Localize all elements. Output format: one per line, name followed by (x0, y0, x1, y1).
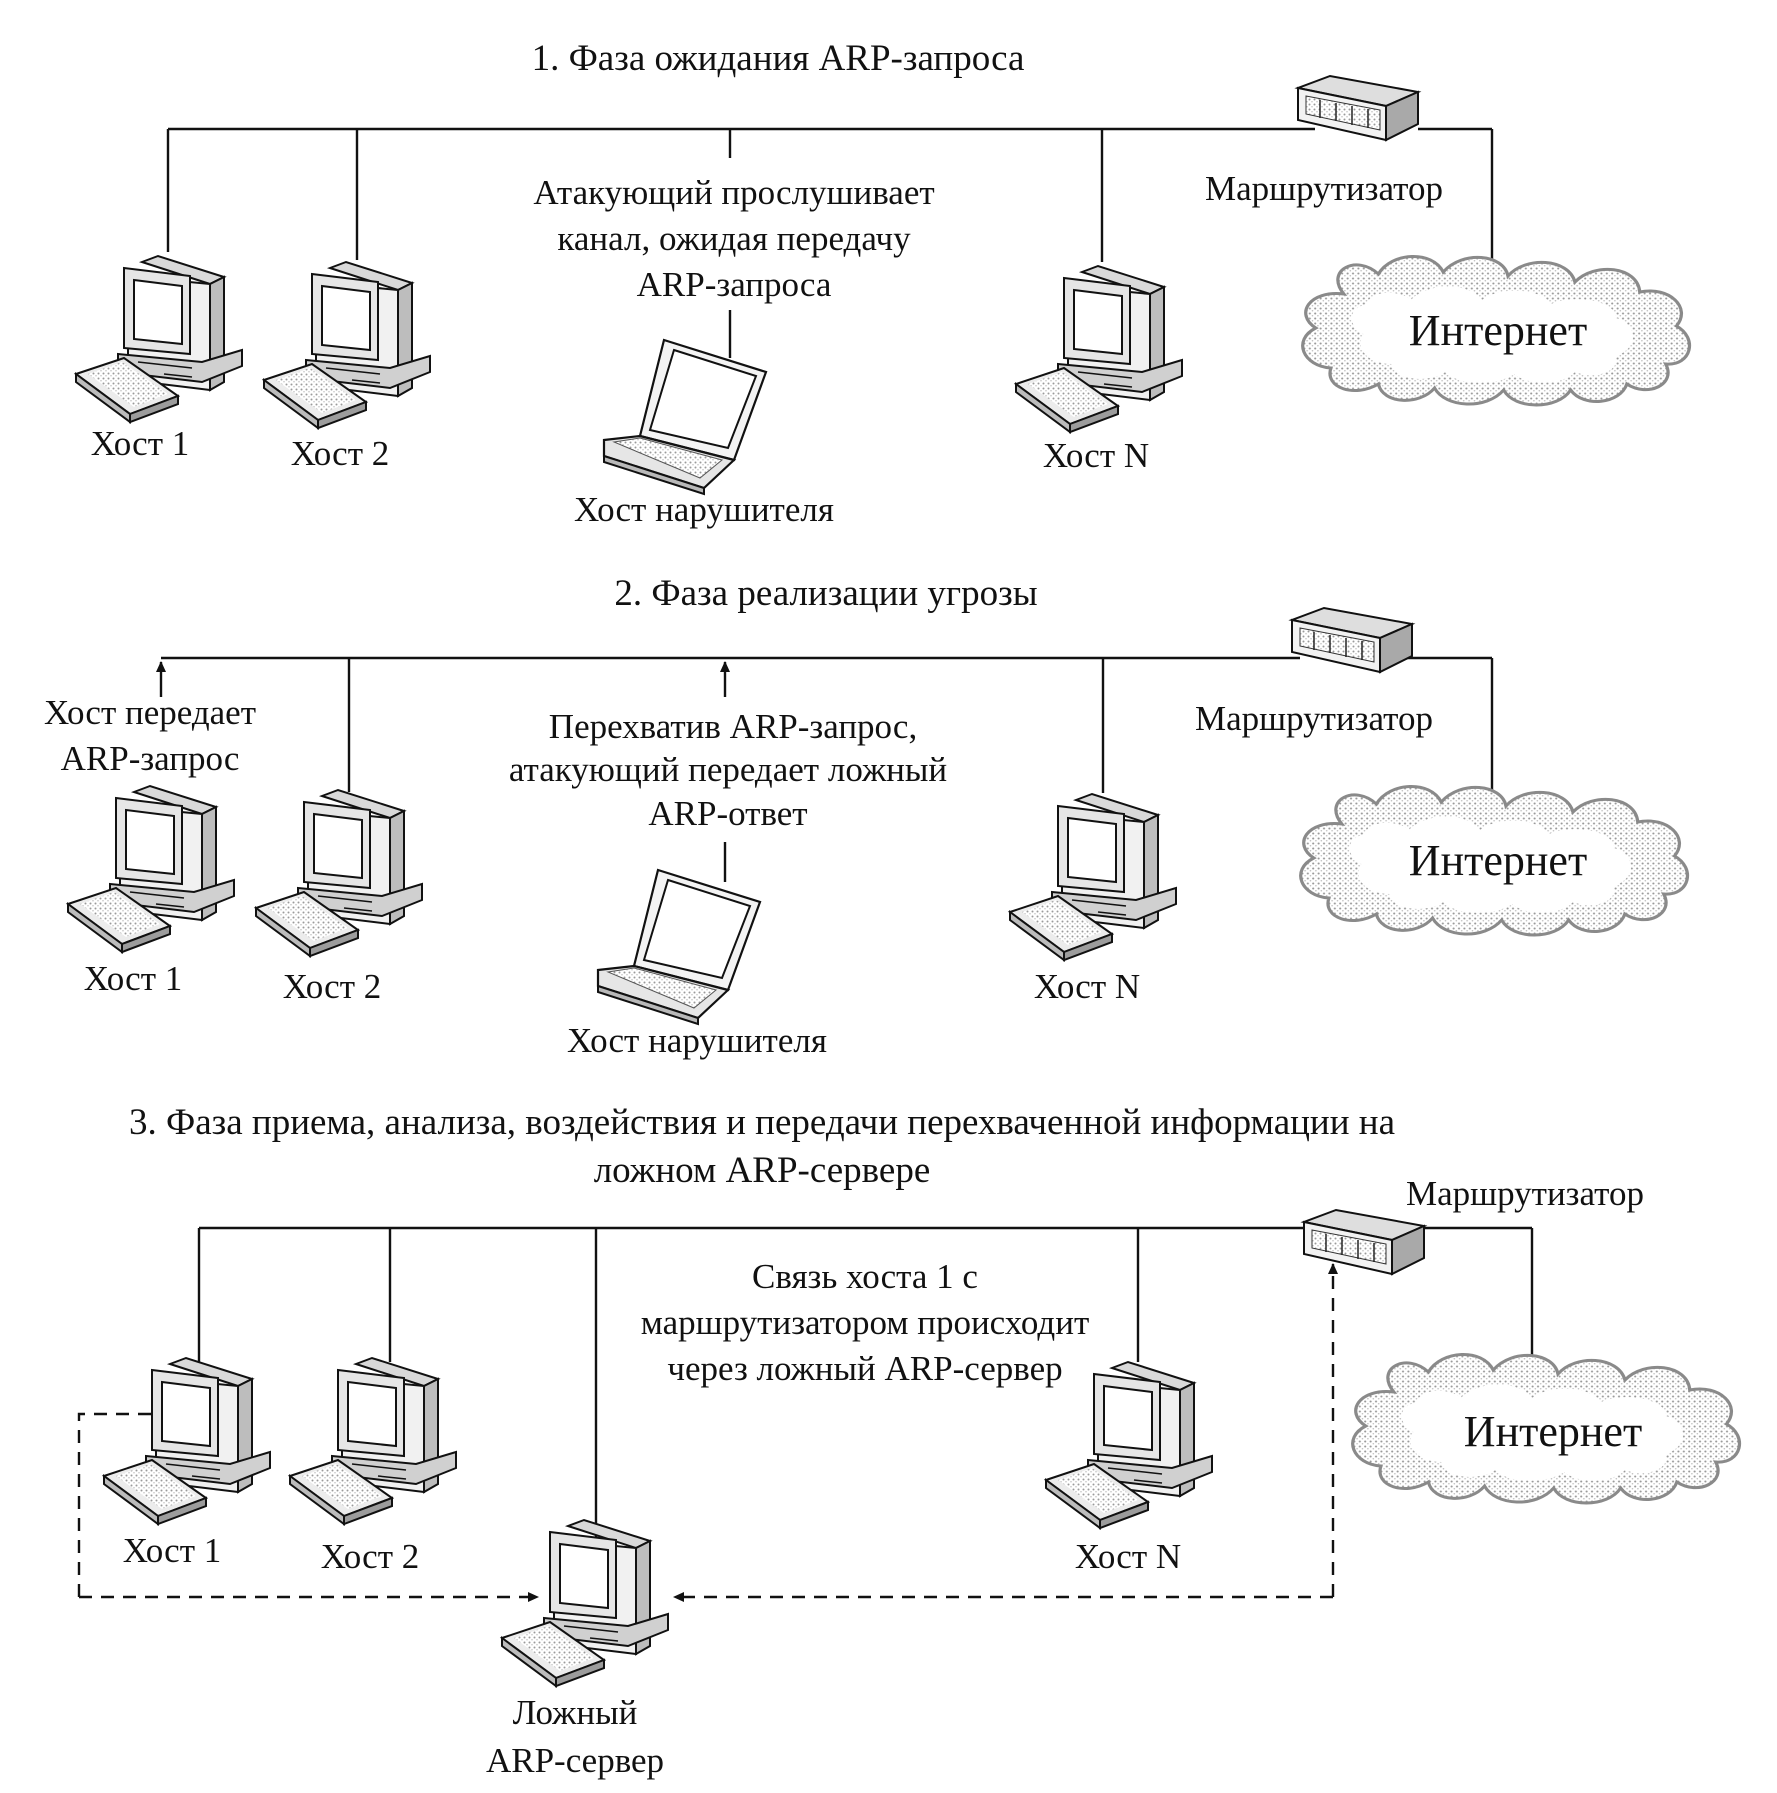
phase-3-fake-arp-server-computer-icon (501, 1519, 669, 1687)
phase-2-network-lines (156, 656, 1494, 882)
phase-1-title: 1. Фаза ожидания ARP-запроса (532, 38, 1025, 79)
phase-2-router-icon (1291, 607, 1413, 673)
phase-1-attacker-laptop-icon (602, 338, 768, 496)
phase-2-note-line-1: Перехватив ARP-запрос, (549, 707, 917, 746)
phase-2-host-1-note-line-1: Хост передает (44, 693, 256, 732)
phase-2: 2. Фаза реализации угрозы Маршрутизатор … (44, 573, 1690, 1060)
phase-2-host-1-note: Хост передает ARP-запрос (44, 693, 256, 778)
phase-1-note: Атакующий прослушивает канал, ожидая пер… (533, 173, 934, 304)
phase-3: 3. Фаза приема, анализа, воздействия и п… (77, 1102, 1742, 1780)
phase-3-note: Связь хоста 1 с маршрутизатором происход… (641, 1257, 1090, 1388)
phase-3-title-line-1: 3. Фаза приема, анализа, воздействия и п… (129, 1102, 1395, 1143)
phase-3-host-n-computer-icon (1045, 1361, 1213, 1529)
phase-3-title-line-2: ложном ARP-сервере (594, 1150, 931, 1191)
phase-3-fake-server-label-line-2: ARP-сервер (486, 1741, 664, 1780)
phase-2-internet-label: Интернет (1409, 836, 1587, 885)
phase-2-host-1-computer-icon (67, 785, 235, 953)
phase-1: 1. Фаза ожидания ARP-запроса Маршрутизат… (75, 38, 1692, 529)
phase-3-internet-label: Интернет (1464, 1407, 1642, 1456)
phase-3-host-2-computer-icon (289, 1357, 457, 1525)
phase-2-host-n-label: Хост N (1034, 967, 1140, 1006)
phase-2-router-label: Маршрутизатор (1195, 699, 1433, 738)
phase-3-fake-server-label-line-1: Ложный (513, 1693, 638, 1732)
phase-1-note-line-2: канал, ожидая передачу (557, 219, 911, 258)
phase-2-host-2-computer-icon (255, 789, 423, 957)
phase-2-host-n-computer-icon (1009, 793, 1177, 961)
phase-2-note-line-3: ARP-ответ (648, 794, 807, 833)
phase-1-note-line-1: Атакующий прослушивает (533, 173, 934, 212)
phase-2-attacker-label: Хост нарушителя (567, 1021, 827, 1060)
phase-3-router-icon (1303, 1209, 1425, 1275)
phase-1-attacker-label: Хост нарушителя (574, 490, 834, 529)
phase-1-network-lines (166, 127, 1494, 358)
phase-2-host-1-note-line-2: ARP-запрос (61, 739, 240, 778)
phase-2-note-line-2: атакующий передает ложный (509, 750, 947, 789)
phase-3-router-label: Маршрутизатор (1406, 1174, 1644, 1213)
phase-1-router-icon (1297, 75, 1419, 141)
phase-1-host-1-label: Хост 1 (91, 424, 190, 463)
phase-1-host-1-computer-icon (75, 255, 243, 423)
phase-2-attacker-laptop-icon (596, 868, 762, 1026)
phase-3-note-line-2: маршрутизатором происходит (641, 1303, 1090, 1342)
phase-3-note-line-1: Связь хоста 1 с (752, 1257, 978, 1296)
phase-3-note-line-3: через ложный ARP-сервер (667, 1349, 1062, 1388)
phase-2-title: 2. Фаза реализации угрозы (614, 573, 1037, 614)
phase-1-host-2-computer-icon (263, 261, 431, 429)
phase-2-host-1-label: Хост 1 (84, 959, 183, 998)
phase-3-host-1-computer-icon (103, 1357, 271, 1525)
phase-1-host-n-label: Хост N (1043, 436, 1149, 475)
phase-3-host-n-label: Хост N (1075, 1537, 1181, 1576)
phase-1-internet-label: Интернет (1409, 306, 1587, 355)
phase-3-host-2-label: Хост 2 (321, 1537, 420, 1576)
phase-2-note: Перехватив ARP-запрос, атакующий передае… (509, 707, 947, 833)
phase-3-host-1-label: Хост 1 (123, 1531, 222, 1570)
phase-1-note-line-3: ARP-запроса (637, 265, 832, 304)
phase-2-host-2-label: Хост 2 (283, 967, 382, 1006)
phase-1-router-label: Маршрутизатор (1205, 169, 1443, 208)
phase-3-network-lines (77, 1226, 1534, 1602)
phase-1-host-n-computer-icon (1015, 265, 1183, 433)
phase-1-host-2-label: Хост 2 (291, 434, 390, 473)
